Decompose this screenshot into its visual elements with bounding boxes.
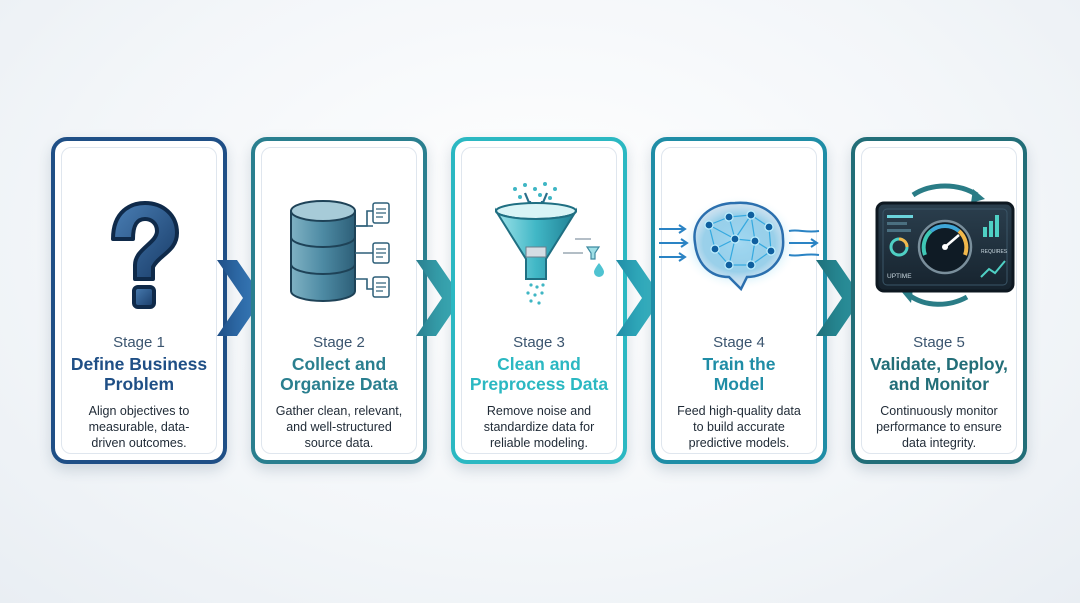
stage-title: Collect and Organize Data [280, 354, 398, 394]
stage-number: Stage 3 [513, 334, 565, 351]
stage-card-5: REQUIRES UPTIME Stage 5 Validate, Deploy… [851, 137, 1027, 464]
stage-number: Stage 4 [713, 334, 765, 351]
funnel-icon [494, 182, 604, 305]
stage-number: Stage 5 [913, 334, 965, 351]
stage-card-inner [861, 147, 1017, 454]
stage-description: Remove noise and standardize data for re… [483, 404, 595, 450]
neural-brain-icon [659, 195, 820, 292]
stage-description: Align objectives to measurable, data- dr… [88, 404, 190, 450]
metric-label: REQUIRES [981, 249, 1008, 255]
stage-card-1: Stage 1 Define Business Problem Align ob… [51, 137, 227, 464]
stage-card-inner [261, 147, 417, 454]
stage-card-2: Stage 2 Collect and Organize Data Gather… [251, 137, 427, 464]
question-mark-icon [111, 201, 179, 309]
stage-title: Clean and Preprocess Data [469, 354, 609, 394]
stage-card-3: Stage 3 Clean and Preprocess Data Remove… [451, 137, 627, 464]
stage-number: Stage 2 [313, 334, 365, 351]
stage-description: Feed high-quality data to build accurate… [677, 404, 801, 450]
dashboard-gauge-icon: REQUIRES UPTIME [875, 183, 1015, 307]
stage-number: Stage 1 [113, 334, 165, 351]
database-icon [290, 200, 390, 302]
stage-card-inner [61, 147, 217, 454]
stage-description: Continuously monitor performance to ensu… [876, 404, 1002, 450]
stage-title: Define Business Problem [70, 354, 208, 394]
uptime-label: UPTIME [887, 273, 912, 280]
stage-title: Train the Model [702, 354, 776, 394]
stage-card-inner [661, 147, 817, 454]
stage-title: Validate, Deploy, and Monitor [870, 354, 1008, 394]
stage-description: Gather clean, relevant, and well-structu… [275, 404, 403, 450]
stage-card-4: Stage 4 Train the Model Feed high-qualit… [651, 137, 827, 464]
stage-card-inner [461, 147, 617, 454]
